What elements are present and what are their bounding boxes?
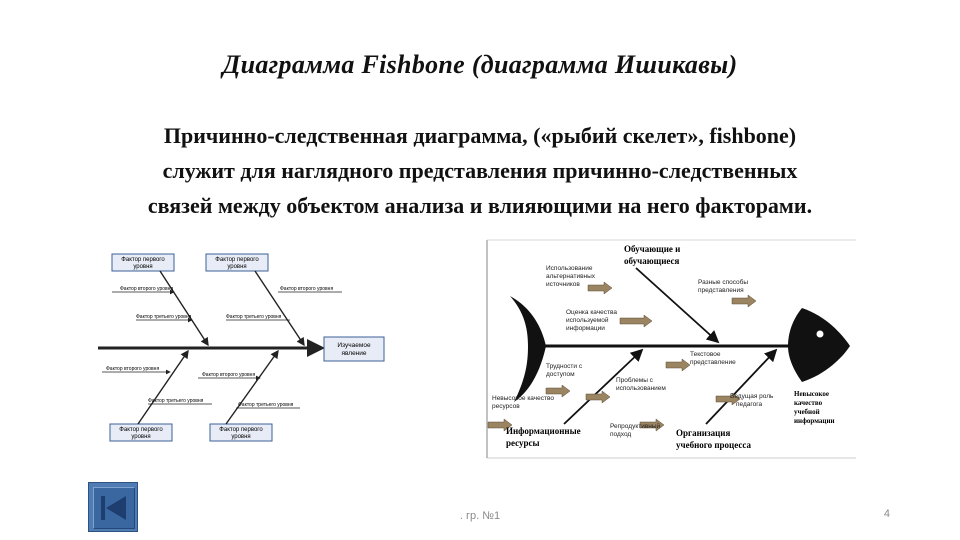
- back-nav-button[interactable]: [88, 482, 138, 532]
- cause-label: представления: [698, 287, 744, 294]
- cause-arrow: [585, 390, 611, 404]
- cause-arrow: [587, 281, 613, 295]
- cause-label: информации: [566, 325, 605, 332]
- category-bone: [635, 267, 720, 344]
- category-label: ресурсы: [506, 438, 540, 448]
- factor-label: Фактор первого: [119, 427, 163, 433]
- effect-label: учебной: [794, 408, 820, 416]
- cause-arrow: [619, 314, 653, 328]
- factor-box: [205, 253, 269, 272]
- third-level-label: Фактор третьего уровня: [238, 402, 294, 408]
- fish-tail: [510, 296, 546, 402]
- description-line: служит для наглядного представления прич…: [162, 158, 798, 183]
- slide-description: Причинно-следственная диаграмма, («рыбий…: [40, 118, 920, 223]
- category-label: Информационные: [506, 426, 581, 436]
- factor-label: Фактор первого: [215, 257, 259, 263]
- cause-arrow: [639, 418, 665, 432]
- effect-box: [323, 336, 385, 362]
- bone-arrow: [137, 349, 189, 425]
- cause-arrow: [665, 358, 691, 372]
- cause-arrow: [731, 294, 757, 308]
- cause-label: Репродуктивный: [610, 422, 661, 430]
- cause-label: Проблемы с: [616, 376, 654, 384]
- third-level-label: Фактор третьего уровня: [148, 398, 204, 404]
- bone-arrow: [254, 270, 305, 347]
- slide-title: Диаграмма Fishbone (диаграмма Ишикавы): [222, 50, 738, 79]
- cause-arrow: [715, 392, 741, 406]
- effect-label: информации: [794, 417, 835, 425]
- cause-label: Использование: [546, 265, 593, 272]
- cause-label: альтернативных: [546, 273, 596, 280]
- factor-label: уровня: [227, 264, 246, 270]
- footer-text: . гр. №1: [459, 510, 501, 522]
- cause-label: педагога: [736, 401, 762, 408]
- category-label: Организация: [676, 428, 730, 438]
- cause-arrow: [545, 384, 571, 398]
- factor-box: [109, 423, 173, 442]
- factor-label: Фактор первого: [219, 427, 263, 433]
- factor-box: [111, 253, 175, 272]
- effect-label: качество: [794, 399, 823, 407]
- back-nav-icon: [93, 487, 135, 529]
- description-line: связей между объектом анализа и влияющим…: [147, 193, 813, 218]
- bone-arrow: [159, 270, 209, 347]
- cause-label: Текстовое: [690, 351, 721, 358]
- cause-label: доступом: [546, 371, 575, 378]
- description-line: Причинно-следственная диаграмма, («рыбий…: [163, 123, 797, 148]
- cause-label: Трудности с: [546, 363, 583, 370]
- factor-label: уровня: [131, 434, 150, 440]
- category-bone: [705, 348, 778, 425]
- fishbone-example-diagram: Обучающие и обучающиеся Информационные р…: [486, 238, 858, 460]
- cause-label: Невысокое качество: [492, 395, 554, 402]
- second-level-label: Фактор второго уровня: [106, 366, 159, 372]
- effect-label: Изучаемое: [337, 342, 371, 349]
- category-label: учебного процесса: [676, 440, 751, 450]
- cause-label: источников: [546, 281, 580, 288]
- factor-box: [209, 423, 273, 442]
- factor-label: уровня: [133, 264, 152, 270]
- factor-label: Фактор первого: [121, 257, 165, 263]
- cause-label: используемой: [566, 316, 609, 324]
- second-level-label: Фактор второго уровня: [120, 286, 173, 292]
- fishbone-schematic-diagram: Изучаемое явление Фактор первого уровня …: [90, 242, 400, 452]
- cause-arrow: [487, 418, 513, 432]
- cause-label: подход: [610, 431, 631, 438]
- fish-head: [788, 308, 850, 382]
- bone-arrow: [225, 349, 279, 425]
- second-level-label: Фактор второго уровня: [280, 286, 333, 292]
- effect-label: Невысокое: [794, 390, 829, 398]
- category-label: обучающиеся: [624, 256, 679, 266]
- category-bone: [563, 348, 644, 425]
- third-level-label: Фактор третьего уровня: [136, 314, 192, 320]
- factor-label: уровня: [231, 434, 250, 440]
- cause-label: Ведущая роль: [730, 393, 774, 400]
- cause-label: использованием: [616, 385, 666, 392]
- cause-label: представление: [690, 359, 736, 366]
- slide-number: 4: [883, 508, 890, 520]
- category-label: Обучающие и: [624, 244, 680, 254]
- cause-label: Разные способы: [698, 278, 748, 286]
- second-level-label: Фактор второго уровня: [202, 372, 255, 378]
- cause-label: Оценка качества: [566, 309, 617, 316]
- third-level-label: Фактор третьего уровня: [226, 314, 282, 320]
- cause-label: ресурсов: [492, 403, 520, 410]
- effect-label: явление: [341, 350, 366, 357]
